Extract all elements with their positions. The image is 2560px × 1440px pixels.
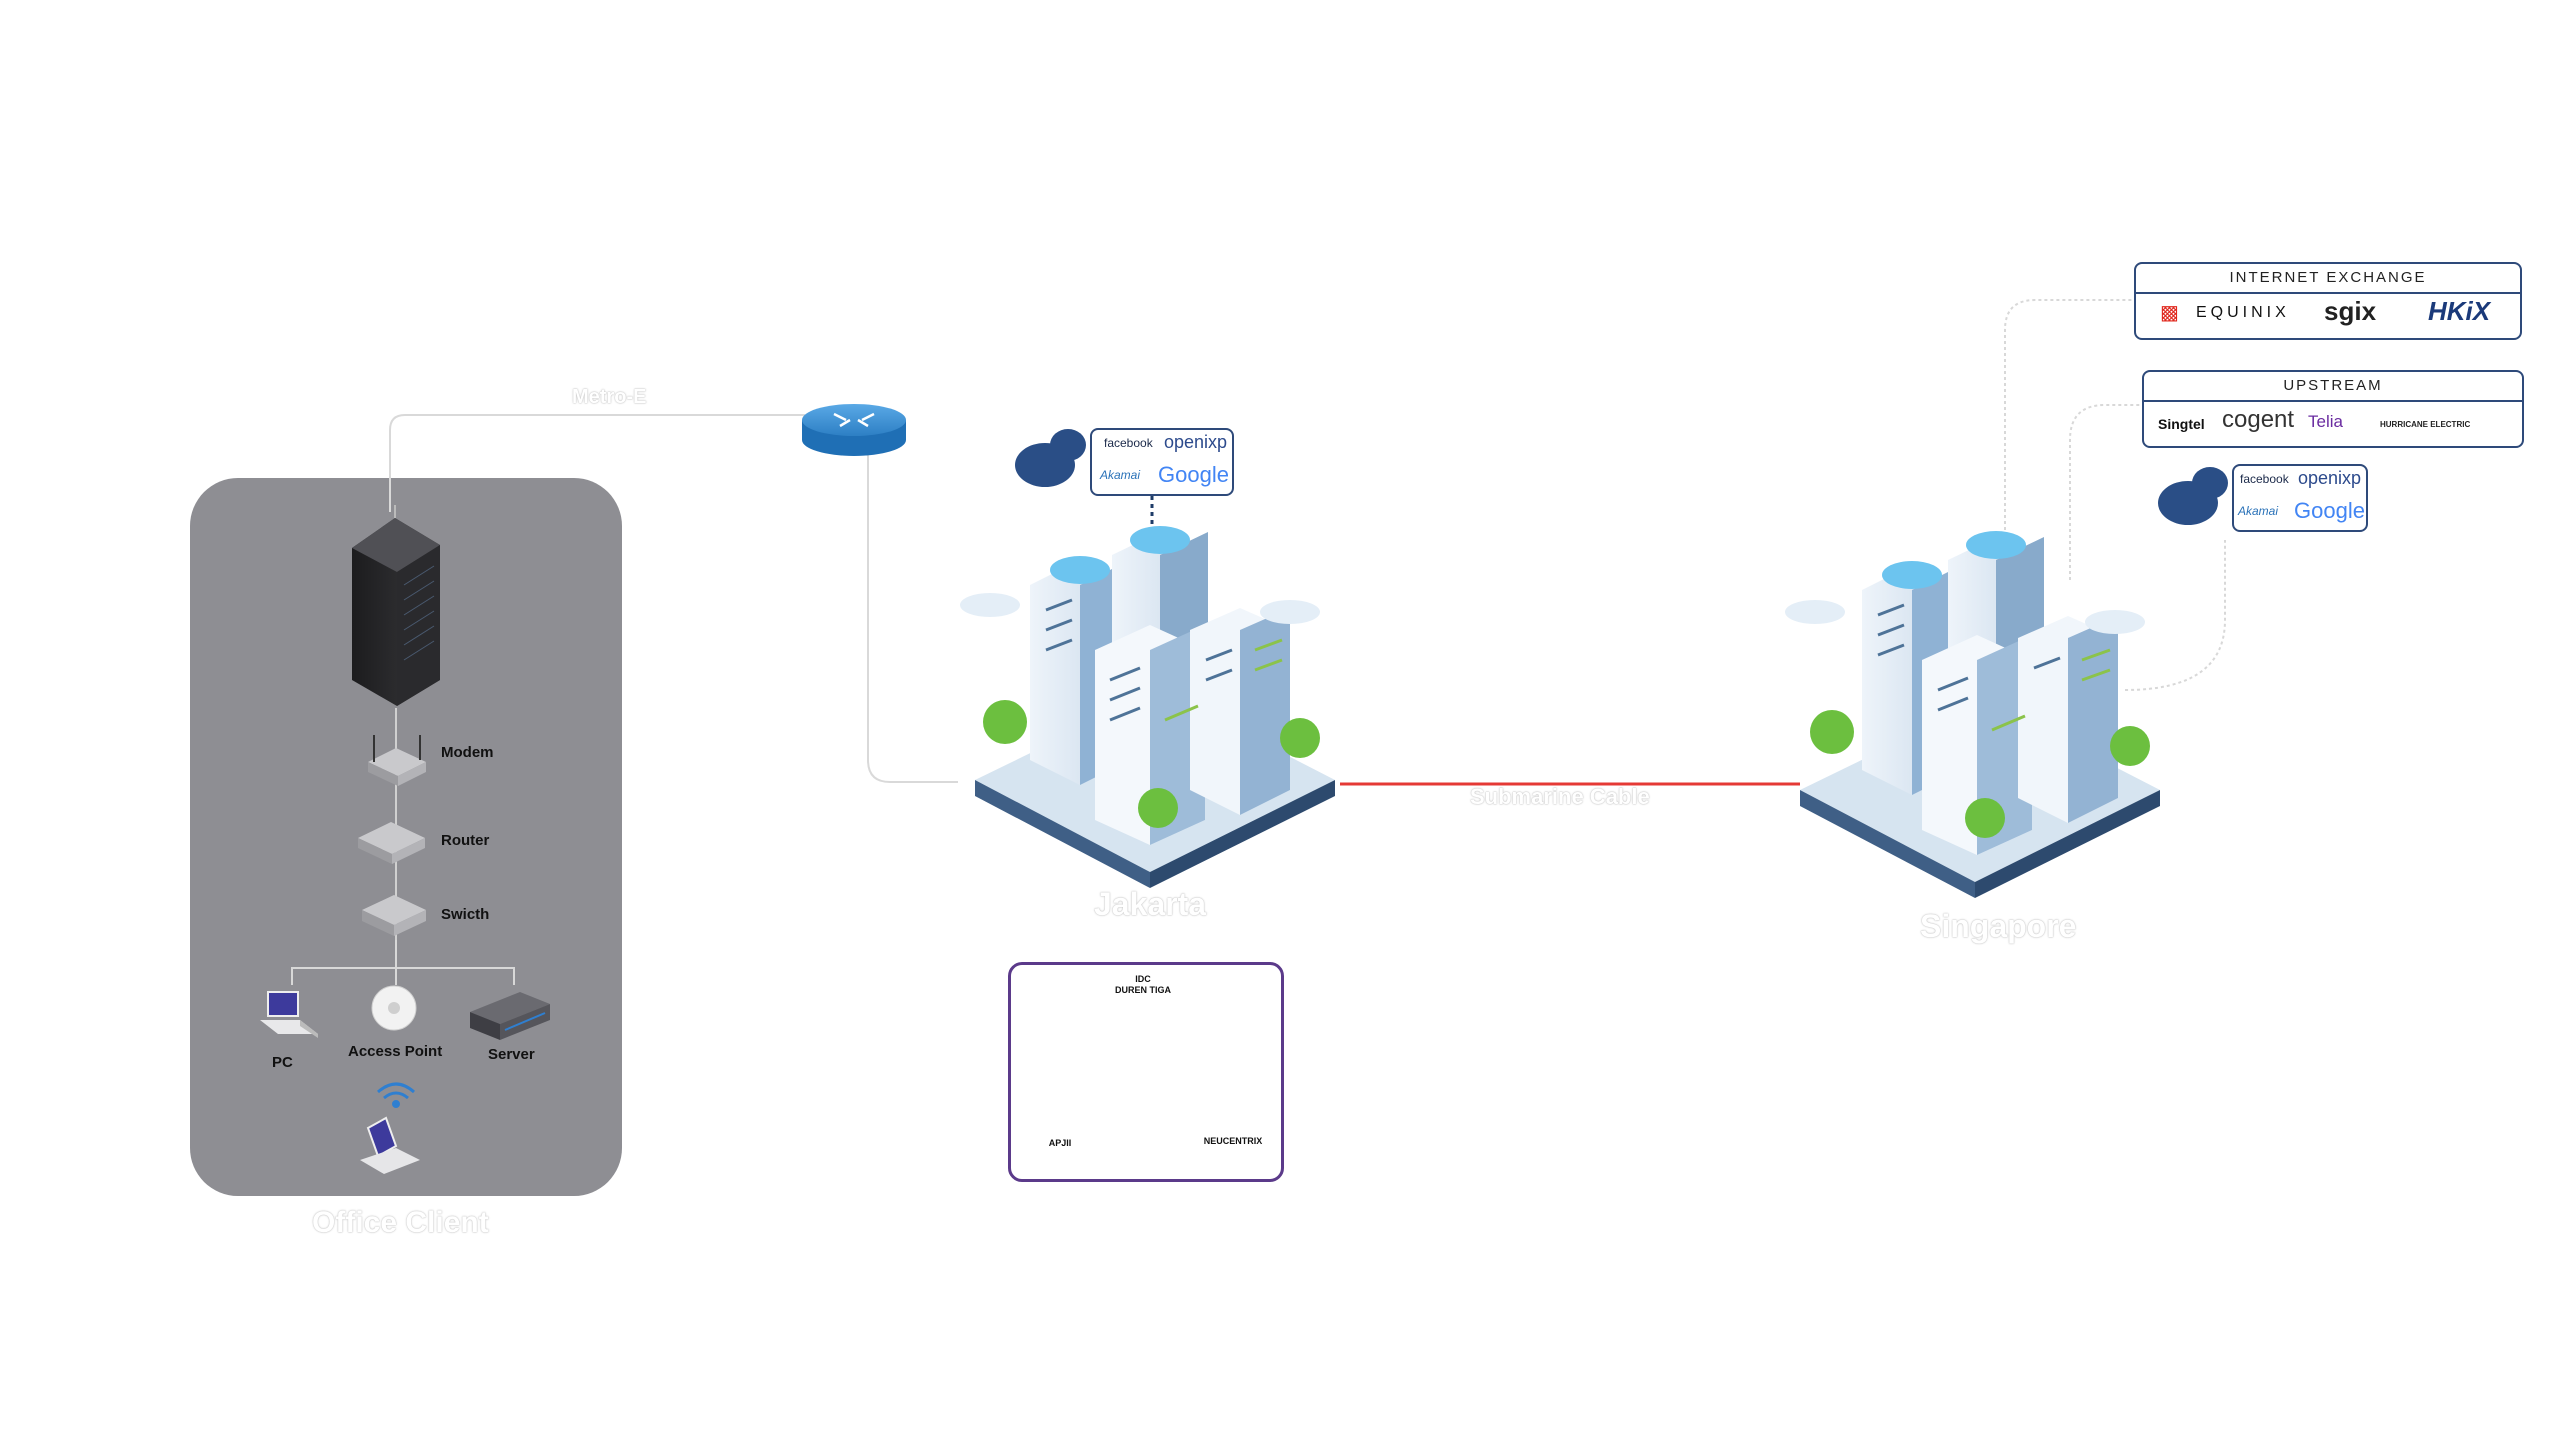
telia-logo: Telia bbox=[2308, 412, 2343, 431]
jakarta-site-label: Jakarta bbox=[1094, 886, 1207, 922]
cdn-logos-box-jakarta: facebook openixp Akamai Google bbox=[1090, 428, 1234, 496]
singtel-logo: Singtel bbox=[2158, 416, 2205, 432]
akamai-logo: Akamai bbox=[2238, 504, 2279, 518]
jakarta-datacenter-icon bbox=[960, 526, 1335, 888]
modem-icon bbox=[368, 735, 426, 786]
cogent-logo: cogent bbox=[2222, 406, 2295, 433]
internet-exchange-title: INTERNET EXCHANGE bbox=[2136, 264, 2520, 294]
singapore-datacenter-icon bbox=[1785, 531, 2160, 898]
cdn-cloud-icon-jakarta bbox=[1015, 429, 1086, 487]
switch-icon bbox=[362, 895, 426, 936]
cdn-logos-box-singapore: facebook openixp Akamai Google bbox=[2232, 464, 2368, 532]
neucentrix-label: NEUCENTRIX bbox=[1203, 1136, 1263, 1146]
internet-exchange-box: INTERNET EXCHANGE ▩ EQUINIX sgix HKiX bbox=[2134, 262, 2522, 340]
server-rack-icon bbox=[352, 505, 440, 706]
metro-e-link-label: Metro-E bbox=[572, 386, 647, 408]
wifi-icon bbox=[377, 1082, 415, 1108]
hurricane-electric-logo: HURRICANE ELECTRIC bbox=[2380, 420, 2471, 429]
server-label: Server bbox=[488, 1046, 535, 1063]
access-point-label: Access Point bbox=[348, 1043, 443, 1060]
openixp-logo: openixp bbox=[2298, 468, 2362, 488]
router-to-jakarta-link bbox=[855, 444, 958, 783]
pc-icon bbox=[260, 991, 318, 1038]
modem-label: Modem bbox=[441, 744, 494, 761]
router-label: Router bbox=[441, 832, 490, 849]
google-logo: Google bbox=[2294, 498, 2365, 523]
singapore-site-label: Singapore bbox=[1920, 908, 2077, 944]
upstream-box: UPSTREAM Singtel cogent Telia HURRICANE … bbox=[2142, 370, 2524, 448]
sgix-logo: sgix bbox=[2324, 296, 2377, 326]
equinix-logo: EQUINIX bbox=[2196, 304, 2290, 321]
office-client-title: Office Client bbox=[312, 1206, 489, 1239]
submarine-cable-label: Submarine Cable bbox=[1470, 784, 1650, 809]
core-router-icon bbox=[802, 404, 906, 456]
access-point-icon bbox=[371, 985, 417, 1031]
openixp-logo: openixp bbox=[1164, 432, 1228, 452]
hkix-logo: HKiX bbox=[2428, 296, 2491, 326]
cdn-cloud-icon-singapore bbox=[2158, 467, 2228, 525]
server-box-icon bbox=[470, 992, 550, 1040]
equinix-mark-icon: ▩ bbox=[2160, 302, 2179, 324]
idc-ring-box bbox=[1008, 962, 1284, 1182]
pc-label: PC bbox=[272, 1054, 293, 1071]
upstream-title: UPSTREAM bbox=[2144, 372, 2522, 402]
switch-label: Swicth bbox=[441, 906, 490, 923]
akamai-logo: Akamai bbox=[1100, 468, 1141, 482]
facebook-logo: facebook bbox=[2240, 472, 2289, 486]
google-logo: Google bbox=[1158, 462, 1229, 487]
router-icon bbox=[358, 822, 425, 864]
idc-duren-tiga-label: IDC DUREN TIGA bbox=[1115, 974, 1171, 995]
metro-e-link bbox=[389, 414, 805, 512]
apjii-label: APJII bbox=[1048, 1138, 1072, 1148]
facebook-logo: facebook bbox=[1104, 436, 1153, 450]
laptop-icon bbox=[360, 1116, 420, 1174]
